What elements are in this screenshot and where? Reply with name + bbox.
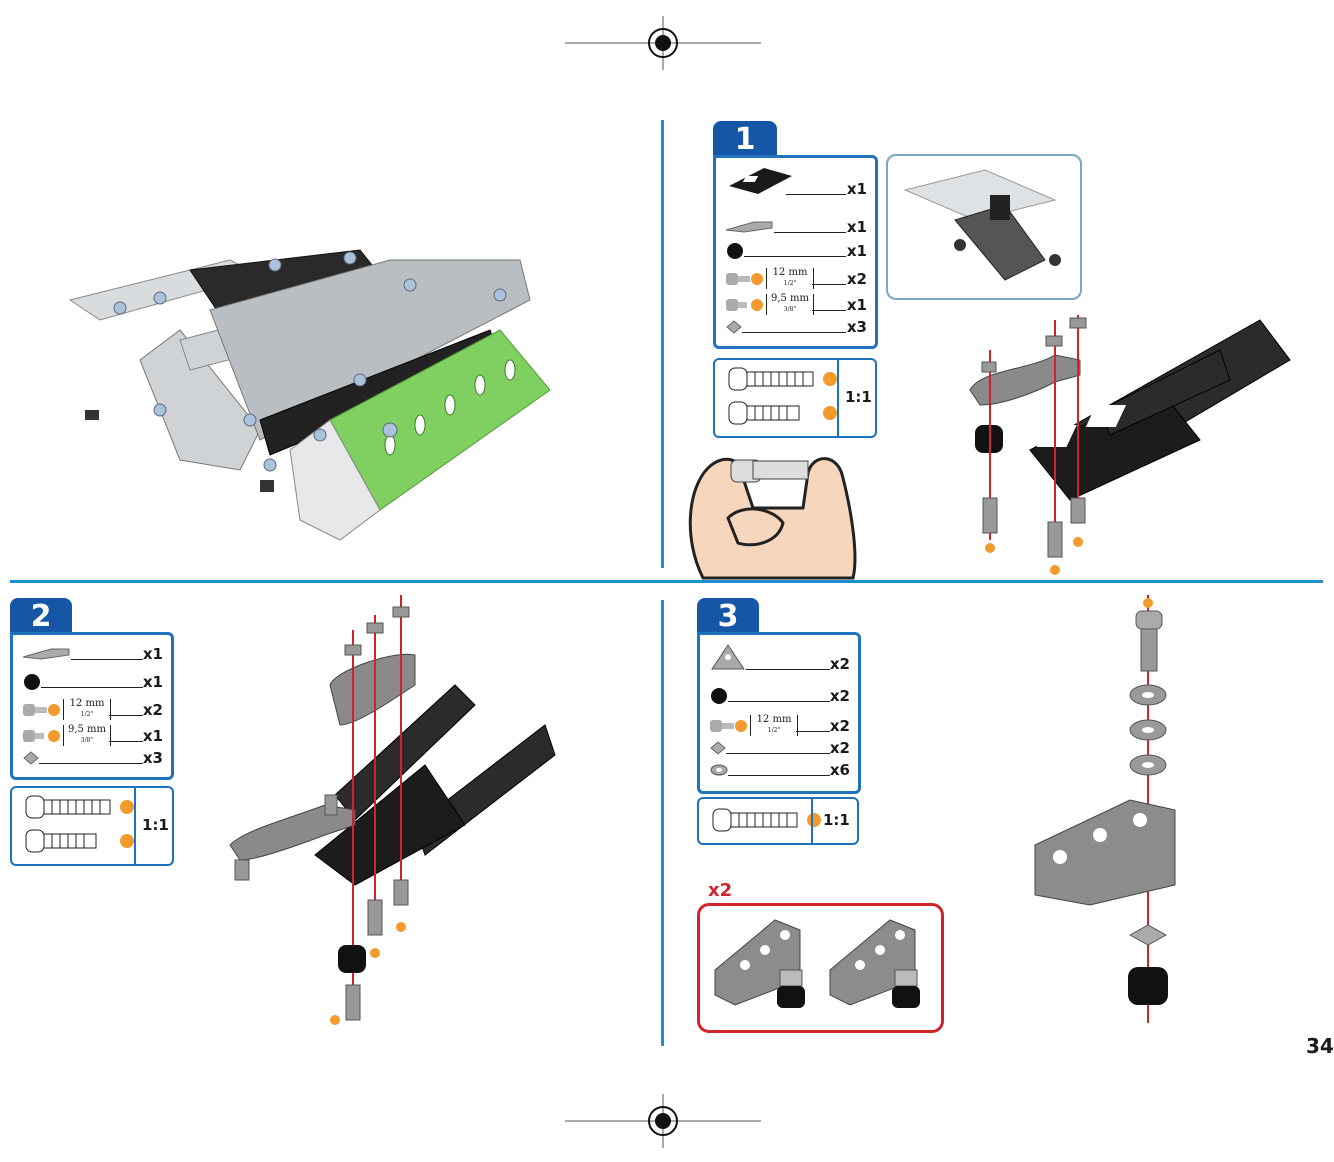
bolt-9mm-icon bbox=[25, 829, 134, 853]
step-3-assembly-illustration bbox=[1034, 595, 1176, 1023]
part-qty: x1 bbox=[846, 296, 867, 314]
nut-icon bbox=[23, 751, 39, 765]
step-2-assembly-illustration bbox=[229, 595, 556, 1025]
part-row: x1 bbox=[13, 643, 171, 665]
scale-label: 1:1 bbox=[845, 388, 872, 406]
nut-icon bbox=[726, 320, 742, 334]
spacer-icon bbox=[727, 243, 743, 259]
part-qty: x2 bbox=[829, 717, 850, 735]
part-row: x1 bbox=[13, 671, 171, 693]
step-1-assembly-illustration bbox=[969, 315, 1291, 575]
part-qty: x1 bbox=[142, 673, 163, 691]
horizontal-divider bbox=[10, 580, 1323, 583]
hand-holding-bolt-illustration bbox=[688, 457, 857, 580]
part-row: x1 bbox=[716, 240, 875, 262]
finished-model-illustration bbox=[68, 249, 551, 541]
bolt-9mm-icon bbox=[728, 401, 837, 425]
part-qty: x1 bbox=[142, 727, 163, 745]
bolt-9mm-icon bbox=[726, 299, 763, 311]
part-row: x2 bbox=[700, 737, 858, 759]
vertical-divider-bottom bbox=[661, 600, 664, 1046]
part-row: x3 bbox=[13, 747, 171, 769]
step-1-tab: 1 bbox=[713, 121, 777, 157]
part-row: x6 bbox=[700, 759, 858, 781]
nut-icon bbox=[710, 741, 726, 755]
step-3-number: 3 bbox=[717, 599, 739, 634]
step-1-scale-box: 1:1 bbox=[713, 358, 877, 438]
repeat-count-label: x2 bbox=[708, 880, 733, 901]
part-qty: x1 bbox=[846, 242, 867, 260]
step-1-number: 1 bbox=[734, 122, 756, 157]
part-qty: x2 bbox=[829, 739, 850, 757]
part-row: x1 bbox=[716, 216, 875, 238]
step-1-preview-illustration bbox=[903, 169, 1061, 281]
part-qty: x1 bbox=[846, 180, 867, 198]
part-qty: x3 bbox=[142, 749, 163, 767]
part-row: x1 bbox=[716, 168, 875, 200]
step-3-tab: 3 bbox=[697, 598, 759, 634]
flat-bracket-icon bbox=[22, 648, 70, 660]
bolt-12mm-icon bbox=[726, 273, 763, 285]
bolt-12mm-icon bbox=[728, 367, 837, 391]
black-plate-icon bbox=[729, 168, 792, 194]
part-row: x2 bbox=[700, 685, 858, 707]
scale-label: 1:1 bbox=[823, 811, 850, 829]
part-qty: x2 bbox=[846, 270, 867, 288]
part-row: x3 bbox=[716, 316, 875, 338]
triangle-bracket-icon bbox=[711, 644, 745, 670]
part-row: x2 bbox=[700, 644, 858, 675]
page-number: 34 bbox=[1306, 1034, 1334, 1058]
bolt-12mm-icon bbox=[25, 795, 134, 819]
part-qty: x6 bbox=[829, 761, 850, 779]
part-qty: x2 bbox=[829, 655, 850, 673]
registration-mark-top bbox=[565, 16, 761, 70]
bolt-12mm-icon bbox=[712, 808, 821, 832]
spacer-icon bbox=[711, 688, 727, 704]
step-3-scale-box: 1:1 bbox=[697, 797, 859, 845]
bolt-12mm-icon bbox=[710, 720, 747, 732]
part-qty: x1 bbox=[846, 218, 867, 236]
step-2-tab: 2 bbox=[10, 598, 72, 634]
part-qty: x2 bbox=[829, 687, 850, 705]
step-2-number: 2 bbox=[30, 599, 52, 634]
step-3-repeat-illustration bbox=[714, 919, 920, 1008]
spacer-icon bbox=[24, 674, 40, 690]
step-2-scale-box: 1:1 bbox=[10, 786, 174, 866]
part-qty: x1 bbox=[142, 645, 163, 663]
part-qty: x2 bbox=[142, 701, 163, 719]
washer-icon bbox=[710, 764, 728, 776]
scale-label: 1:1 bbox=[142, 816, 169, 834]
part-qty: x3 bbox=[846, 318, 867, 336]
bolt-12mm-icon bbox=[23, 704, 60, 716]
bolt-9mm-icon bbox=[23, 730, 60, 742]
vertical-divider-top bbox=[661, 120, 664, 568]
flat-bracket-icon bbox=[725, 221, 773, 233]
registration-mark-bottom bbox=[565, 1094, 761, 1148]
